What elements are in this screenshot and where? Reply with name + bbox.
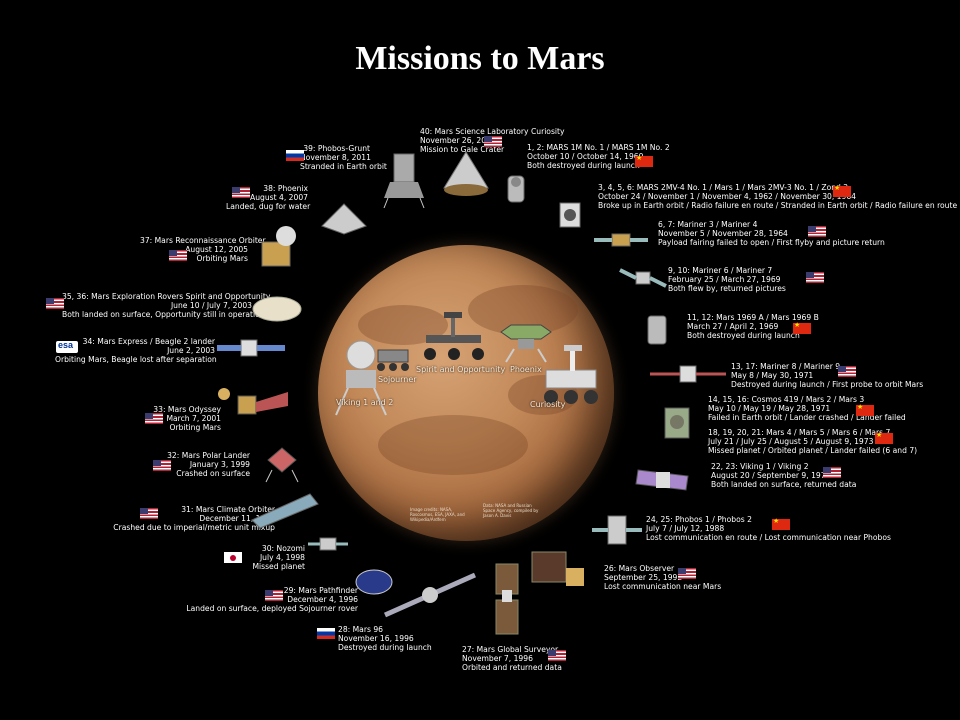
flag-icon bbox=[635, 154, 653, 167]
us-flag-icon bbox=[678, 568, 696, 579]
image-credit: Image credits: NASA, Roscosmos, ESA, JAX… bbox=[410, 507, 465, 522]
us-flag-icon bbox=[140, 508, 158, 519]
esa-logo-icon bbox=[56, 340, 78, 353]
viking-orbiter-icon bbox=[635, 469, 689, 491]
mars-global-surveyor-icon bbox=[495, 563, 519, 635]
us-flag-icon bbox=[265, 590, 283, 601]
lander-label-phoenix: Phoenix bbox=[510, 365, 542, 374]
lander-label-sojourner: Sojourner bbox=[378, 375, 417, 384]
mars-odyssey-icon bbox=[218, 388, 288, 415]
us-flag-icon bbox=[823, 467, 841, 478]
mars-1m-spacecraft-icon bbox=[507, 175, 525, 203]
mars-1969-spacecraft-icon bbox=[647, 315, 667, 345]
lander-label-viking: Viking 1 and 2 bbox=[336, 398, 394, 407]
mars-pathfinder-icon bbox=[355, 569, 393, 595]
mariner-4-spacecraft-icon bbox=[594, 233, 648, 247]
mariner-6-spacecraft-icon bbox=[619, 268, 667, 288]
nozomi-spacecraft-icon bbox=[308, 537, 348, 551]
mariner-9-spacecraft-icon bbox=[650, 365, 726, 383]
ru-flag-icon bbox=[317, 628, 335, 639]
us-flag-icon bbox=[808, 226, 826, 237]
mission-label: 35, 36: Mars Exploration Rovers Spirit a… bbox=[62, 292, 271, 320]
page-title: Missions to Mars bbox=[355, 40, 605, 77]
us-flag-icon bbox=[145, 413, 163, 424]
phoenix-spacecraft-icon bbox=[321, 203, 367, 235]
mission-label: 3, 4, 5, 6: MARS 2MV-4 No. 1 / Mars 1 / … bbox=[598, 183, 958, 211]
phobos-spacecraft-icon bbox=[592, 515, 642, 545]
us-flag-icon bbox=[46, 298, 64, 309]
mars-3-spacecraft-icon bbox=[664, 407, 690, 439]
flag-icon bbox=[833, 184, 851, 197]
mars-globe: Sojourner Spirit and Opportunity Phoenix… bbox=[318, 245, 614, 541]
msl-aeroshell-icon bbox=[443, 151, 489, 196]
us-flag-icon bbox=[232, 187, 250, 198]
mars-reconnaissance-orbiter-icon bbox=[261, 226, 296, 267]
phoenix-lander-icon bbox=[500, 324, 552, 363]
lander-label-curiosity: Curiosity bbox=[530, 400, 566, 409]
mission-label: 18, 19, 20, 21: Mars 4 / Mars 5 / Mars 6… bbox=[708, 428, 918, 456]
flag-icon bbox=[875, 431, 893, 444]
ru-flag-icon bbox=[286, 150, 304, 161]
viking-lander-icon bbox=[335, 340, 387, 416]
mars-polar-lander-icon bbox=[265, 447, 299, 483]
flag-icon bbox=[772, 517, 790, 530]
mission-label: 14, 15, 16: Cosmos 419 / Mars 2 / Mars 3… bbox=[708, 395, 906, 423]
flag-icon bbox=[793, 321, 811, 334]
phobos-grunt-spacecraft-icon bbox=[383, 153, 425, 209]
us-flag-icon bbox=[806, 272, 824, 283]
spirit-opportunity-rover-icon bbox=[424, 312, 484, 360]
us-flag-icon bbox=[153, 460, 171, 471]
mer-aeroshell-icon bbox=[252, 296, 302, 322]
mars-observer-icon bbox=[531, 551, 584, 586]
us-flag-icon bbox=[484, 136, 502, 147]
us-flag-icon bbox=[548, 650, 566, 661]
us-flag-icon bbox=[169, 250, 187, 261]
flag-icon bbox=[856, 403, 874, 416]
curiosity-rover-icon bbox=[544, 345, 598, 404]
jp-flag-icon bbox=[224, 552, 242, 563]
mars-1-spacecraft-icon bbox=[559, 202, 581, 228]
sojourner-rover-icon bbox=[377, 349, 409, 371]
mars-express-icon bbox=[217, 339, 285, 357]
mars-96-spacecraft-icon bbox=[383, 572, 477, 618]
us-flag-icon bbox=[838, 366, 856, 377]
lander-label-spirit-opportunity: Spirit and Opportunity bbox=[416, 365, 506, 374]
data-credit: Data: NASA and Russian Space Agency, com… bbox=[483, 503, 539, 518]
mars-climate-orbiter-icon bbox=[251, 493, 319, 529]
